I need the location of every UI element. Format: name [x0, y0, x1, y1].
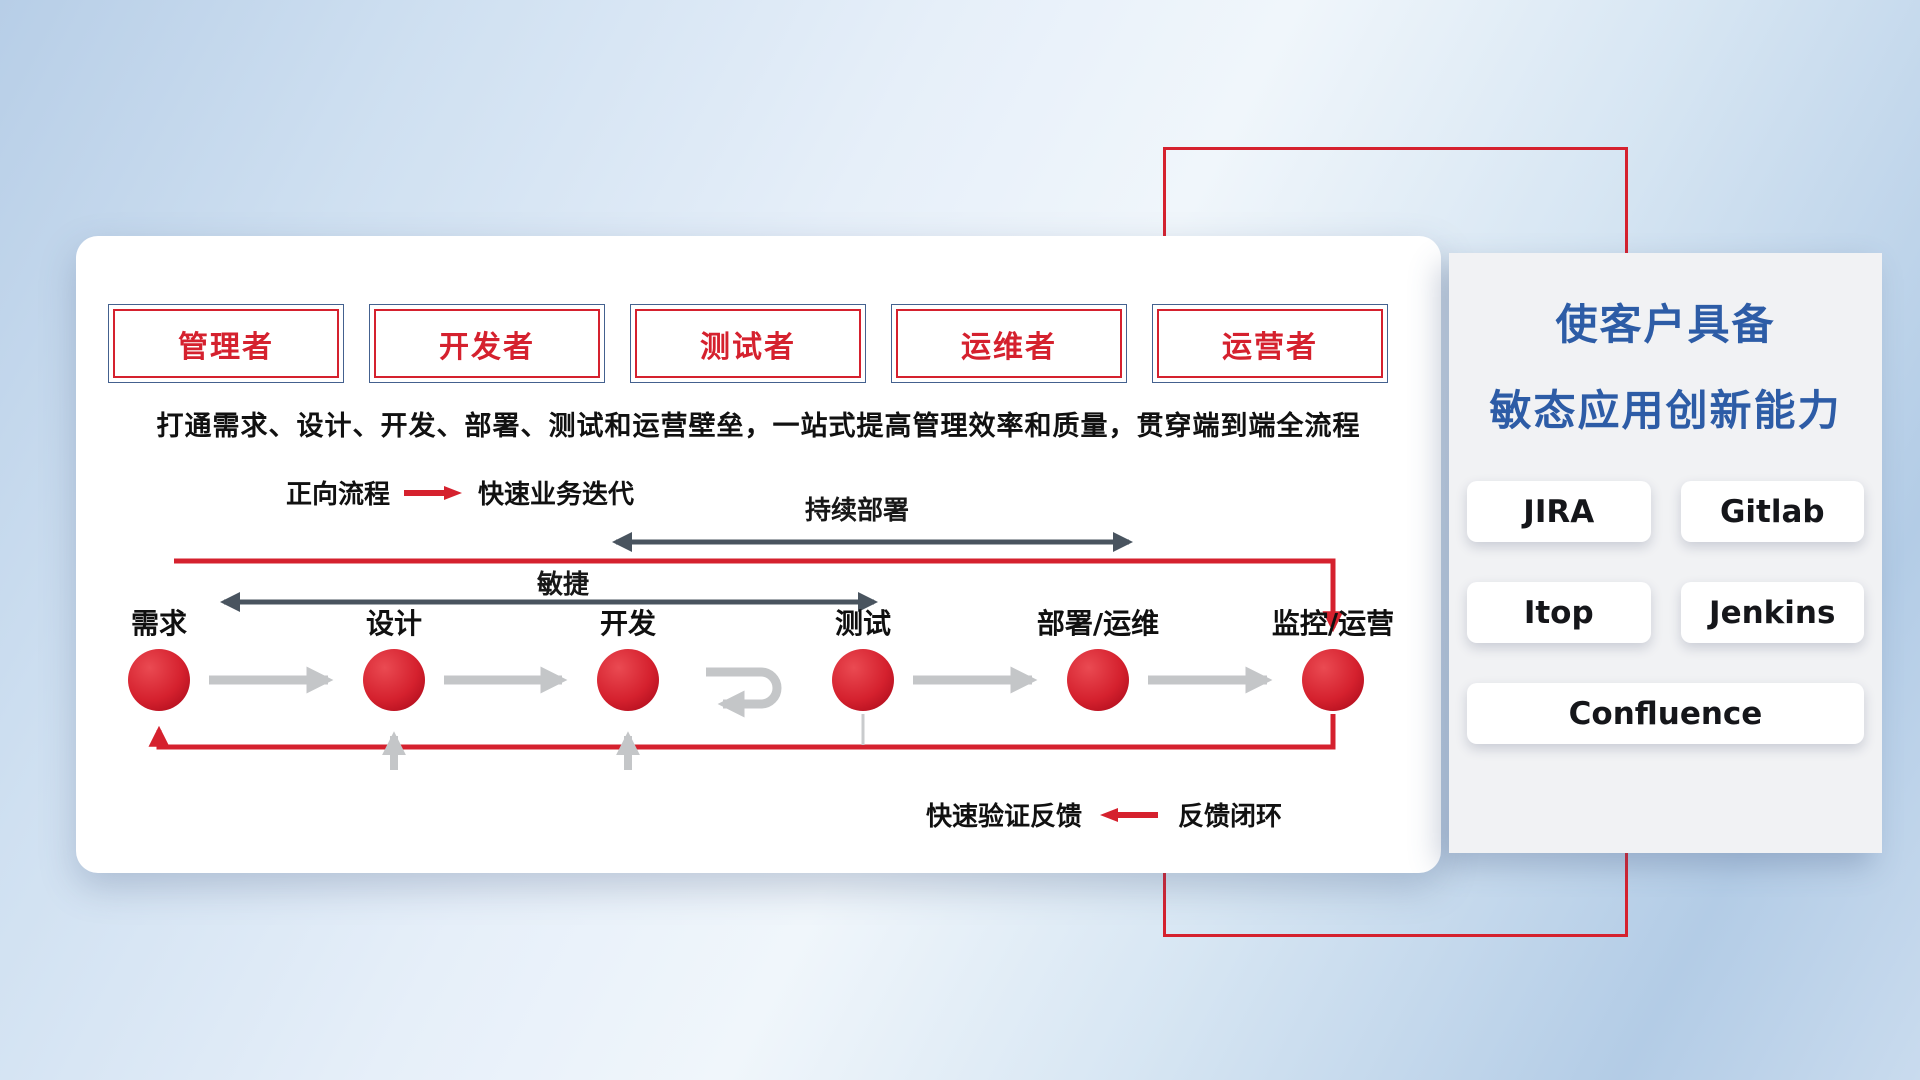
flow-diagram [128, 532, 1364, 770]
forward-loop-line [174, 558, 1344, 633]
role-label: 管理者 [113, 309, 339, 378]
feedback-loop-line [148, 714, 1336, 750]
roles-row: 管理者 开发者 测试者 运维者 运营者 [108, 304, 1388, 383]
role-box-business-ops: 运营者 [1152, 304, 1388, 383]
role-label: 开发者 [374, 309, 600, 378]
capability-panel: 使客户具备 敏态应用创新能力 JIRA Gitlab Itop Jenkins … [1449, 253, 1882, 853]
process-description: 打通需求、设计、开发、部署、测试和运营壁垒，一站式提高管理效率和质量，贯穿端到端… [156, 411, 1361, 442]
role-label: 运维者 [896, 309, 1122, 378]
feedback-legend: 快速验证反馈 反馈闭环 [926, 796, 1282, 833]
tool-chip-jenkins: Jenkins [1680, 582, 1864, 643]
node-circle-deploy-ops [1067, 649, 1129, 711]
panel-title-line1: 使客户具备 [1555, 300, 1776, 349]
tool-chip-gitlab: Gitlab [1680, 481, 1864, 542]
tool-chip-confluence: Confluence [1467, 683, 1864, 744]
node-circle-test [832, 649, 894, 711]
tools-grid: JIRA Gitlab Itop Jenkins Confluence [1467, 481, 1864, 744]
role-label: 运营者 [1157, 309, 1383, 378]
tool-chip-jira: JIRA [1467, 481, 1651, 542]
node-circle-develop [597, 649, 659, 711]
panel-title-line2: 敏态应用创新能力 [1489, 386, 1842, 435]
main-card: 管理者 开发者 测试者 运维者 运营者 打通需求、设计、开发、部署、测试和运营壁… [76, 236, 1441, 873]
continuous-deploy-label: 持续部署 [804, 496, 909, 526]
role-box-operations: 运维者 [891, 304, 1127, 383]
node-label-deploy-ops: 部署/运维 [1036, 607, 1160, 640]
role-box-manager: 管理者 [108, 304, 344, 383]
node-circle-design [363, 649, 425, 711]
node-label-develop: 开发 [599, 607, 656, 640]
right-arrow-icon [404, 485, 463, 500]
forward-legend-label: 正向流程 [286, 480, 391, 510]
forward-legend: 正向流程 快速业务迭代 [286, 474, 634, 511]
iterate-loop-icon [706, 667, 782, 718]
feedback-fast-label: 快速验证反馈 [926, 802, 1083, 832]
role-label: 测试者 [635, 309, 861, 378]
tool-chip-itop: Itop [1467, 582, 1651, 643]
feedback-loop-label: 反馈闭环 [1178, 802, 1283, 832]
forward-legend-value: 快速业务迭代 [478, 480, 635, 510]
left-arrow-icon [1100, 807, 1159, 822]
agile-label: 敏捷 [536, 570, 589, 600]
node-label-design: 设计 [365, 607, 422, 640]
node-label-monitor-ops: 监控/运营 [1271, 607, 1395, 640]
node-circle-monitor-ops [1302, 649, 1364, 711]
node-label-test: 测试 [834, 607, 891, 640]
role-box-tester: 测试者 [630, 304, 866, 383]
node-label-requirement: 需求 [130, 607, 187, 640]
node-circle-requirement [128, 649, 190, 711]
role-box-developer: 开发者 [369, 304, 605, 383]
